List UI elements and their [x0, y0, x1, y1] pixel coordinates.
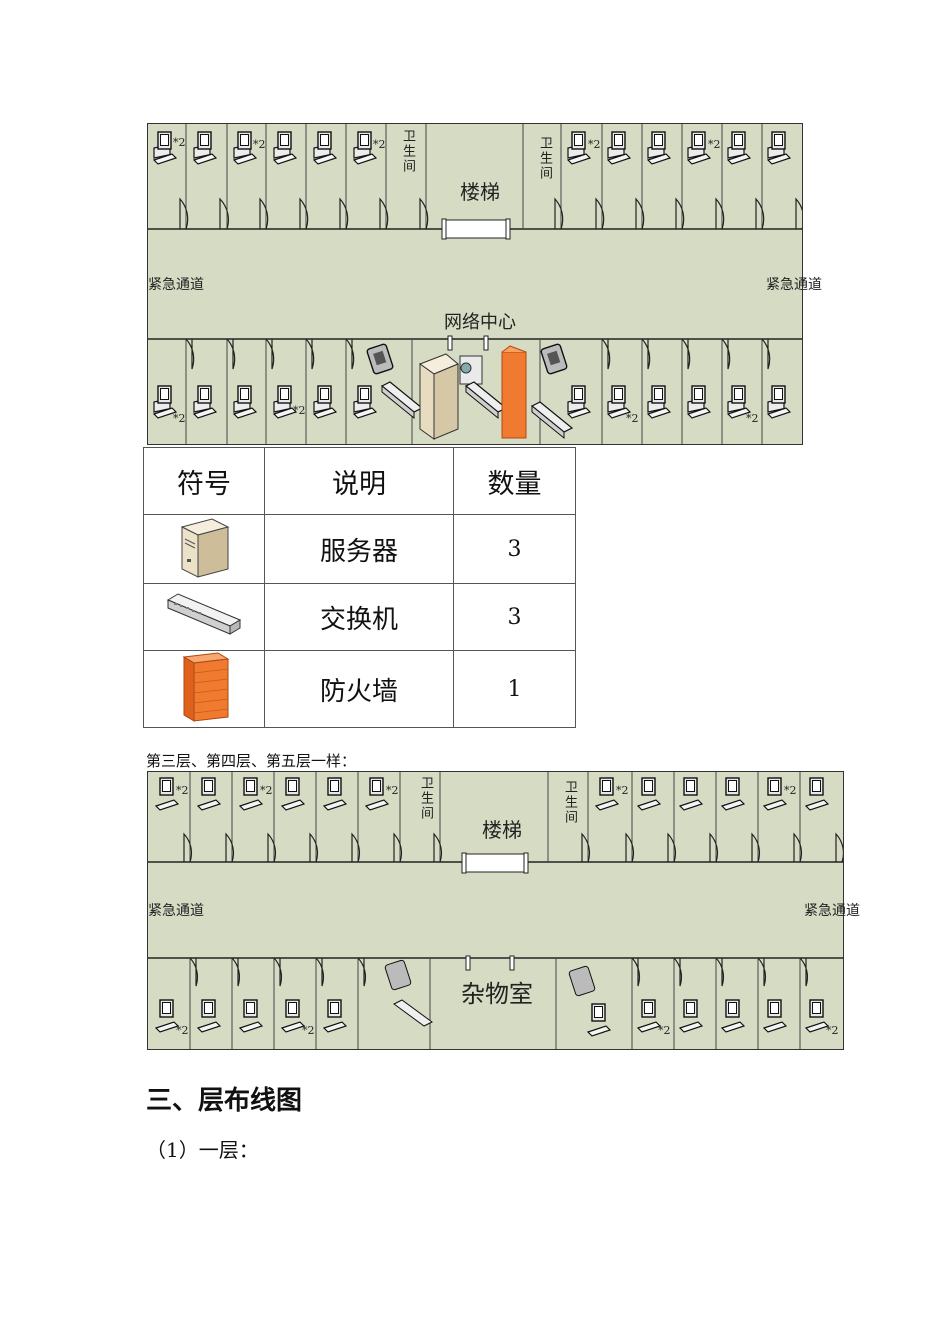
firewall-icon: [182, 652, 230, 722]
restroom-label-left: 卫生间: [400, 129, 415, 174]
legend-row: 防火墙 1: [143, 650, 576, 728]
stairs-label: 楼梯: [482, 818, 522, 842]
legend-symbol-cell: [143, 583, 265, 651]
sub-heading: （1）一层：: [146, 1138, 259, 1162]
pc-count: *2: [260, 784, 273, 797]
emergency-exit-right: 紧急通道: [766, 277, 822, 293]
legend-symbol-cell: [143, 514, 265, 584]
legend-header-row: 符号 说明 数量: [143, 447, 576, 515]
restroom-label-right: 卫生间: [537, 136, 552, 181]
emergency-exit-left: 紧急通道: [148, 903, 204, 919]
legend-header-description: 说明: [264, 447, 454, 515]
switch-icon: [166, 593, 242, 635]
legend-symbol-cell: [143, 650, 265, 728]
pc-count: *2: [658, 1024, 671, 1037]
floor-plan-network-center: 卫生间 卫生间 楼梯 紧急通道 紧急通道 网络中心 *2 *2 *2 *2 *2…: [147, 123, 822, 445]
legend-quantity: 3: [453, 583, 576, 651]
pc-count: *2: [616, 784, 629, 797]
pc-count: *2: [626, 412, 639, 425]
legend-table: 符号 说明 数量 服务器 3 交换机 3: [143, 447, 576, 728]
pc-count: *2: [588, 138, 601, 151]
pc-count: *2: [386, 784, 399, 797]
floor-plan-storage: 卫生间 卫生间 楼梯 紧急通道 紧急通道 杂物室 *2 *2 *2 *2 *2 …: [147, 771, 860, 1050]
pc-count: *2: [302, 1024, 315, 1037]
pc-count: *2: [746, 412, 759, 425]
legend-name: 交换机: [264, 583, 454, 651]
pc-count: *2: [173, 412, 186, 425]
floor-plan-drawing: [148, 124, 802, 444]
legend-row: 交换机 3: [143, 583, 576, 651]
pc-count: *2: [173, 136, 186, 149]
pc-count: *2: [784, 784, 797, 797]
pc-count: *2: [176, 784, 189, 797]
emergency-exit-left: 紧急通道: [148, 277, 204, 293]
legend-name: 服务器: [264, 514, 454, 584]
server-icon: [418, 353, 459, 440]
pc-count: *2: [373, 138, 386, 151]
section-heading: 三、层布线图: [146, 1086, 303, 1116]
pc-count: *2: [293, 404, 306, 417]
storage-room-label: 杂物室: [461, 980, 533, 1008]
server-icon: [180, 518, 230, 578]
restroom-label-left: 卫生间: [418, 776, 433, 821]
legend-name: 防火墙: [264, 650, 454, 728]
legend-header-symbol: 符号: [143, 447, 265, 515]
restroom-label-right: 卫生间: [562, 780, 577, 825]
stairs-label: 楼梯: [460, 180, 500, 204]
pc-count: *2: [253, 138, 266, 151]
emergency-exit-right: 紧急通道: [804, 903, 860, 919]
legend-quantity: 1: [453, 650, 576, 728]
floor-plan-drawing: [148, 772, 843, 1049]
legend-quantity: 3: [453, 514, 576, 584]
network-center-label: 网络中心: [444, 312, 516, 333]
firewall-icon: [501, 345, 527, 439]
legend-header-quantity: 数量: [453, 447, 576, 515]
pc-count: *2: [708, 138, 721, 151]
pc-count: *2: [176, 1024, 189, 1037]
pc-count: *2: [826, 1024, 839, 1037]
floors-caption: 第三层、第四层、第五层一样：: [146, 752, 357, 770]
legend-row: 服务器 3: [143, 514, 576, 584]
